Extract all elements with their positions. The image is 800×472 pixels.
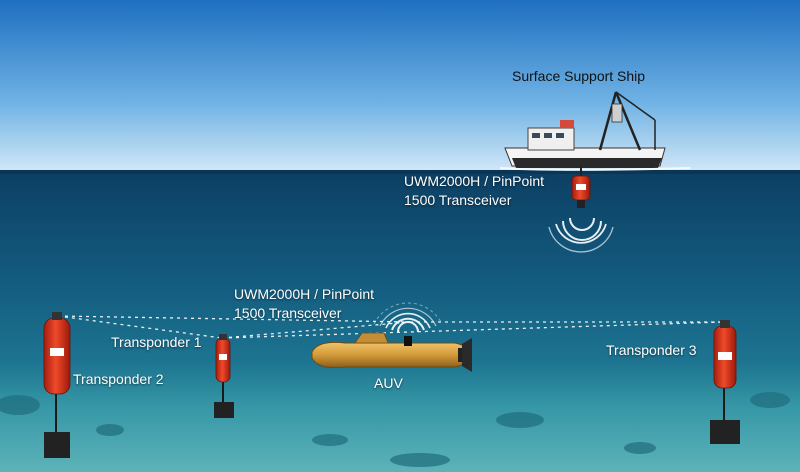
sky xyxy=(0,0,800,170)
ship-transceiver-label-line2: 1500 Transceiver xyxy=(404,192,512,208)
acoustic-wave-icon xyxy=(373,302,443,333)
ship-crane-mast xyxy=(598,91,618,151)
ship-cabin xyxy=(527,127,575,151)
surface-support-ship xyxy=(499,91,691,171)
ship-flag-box xyxy=(560,120,574,128)
auv-transceiver-label-line1: UWM2000H / PinPoint xyxy=(234,286,375,302)
acoustic-wave-icon xyxy=(548,217,614,253)
transponder-2-label: Transponder 2 xyxy=(73,371,164,387)
ship-transceiver xyxy=(571,166,591,208)
transponder-3 xyxy=(710,320,740,444)
transponder-3-label: Transponder 3 xyxy=(606,342,697,358)
auv-label: AUV xyxy=(374,375,403,391)
transponder-1-anchor xyxy=(214,402,234,418)
acoustic-baselines xyxy=(57,315,723,339)
auv-sail xyxy=(354,332,389,344)
seabed xyxy=(0,360,800,472)
ship-hull xyxy=(512,158,662,168)
auv-vehicle xyxy=(311,332,472,372)
transponder-2 xyxy=(43,312,71,458)
water-surface-line xyxy=(0,170,800,174)
auv-transceiver-label-line2: 1500 Transceiver xyxy=(234,305,342,321)
ship-wake xyxy=(499,167,691,171)
transponder-1-label: Transponder 1 xyxy=(111,334,202,350)
auv-hull xyxy=(311,341,471,369)
ship-transceiver-label-line1: UWM2000H / PinPoint xyxy=(404,173,545,189)
transponder-2-anchor xyxy=(44,432,70,458)
auv-transceiver xyxy=(404,336,412,346)
seabed-rocks xyxy=(0,392,790,467)
transponder-1 xyxy=(214,334,234,418)
transponder-3-anchor xyxy=(710,420,740,444)
ship-label: Surface Support Ship xyxy=(512,68,646,84)
